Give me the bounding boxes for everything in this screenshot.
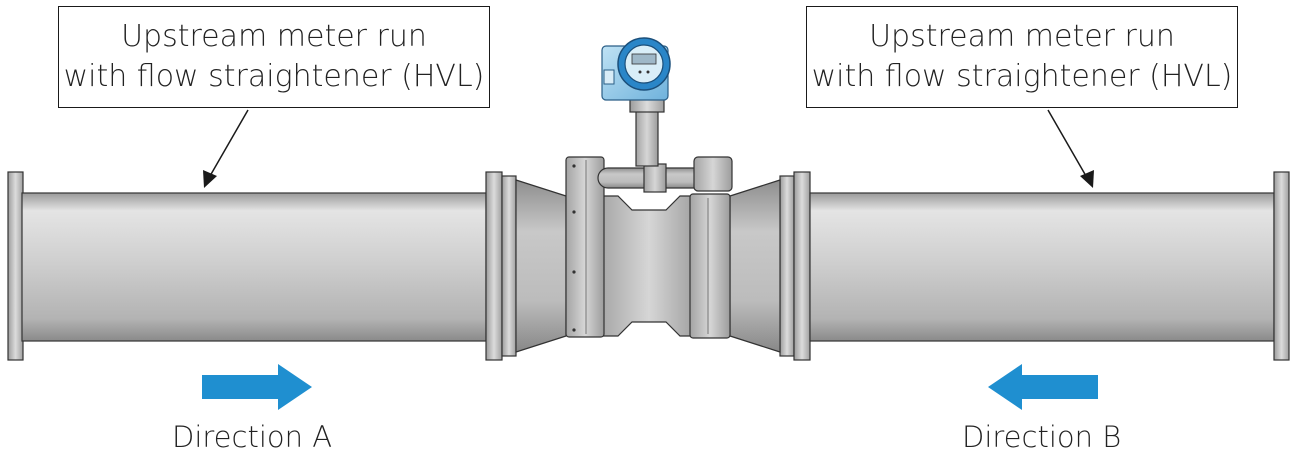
transmitter — [601, 37, 671, 167]
meter-body — [515, 156, 781, 353]
upstream-label-left: Upstream meter run with flow straightene… — [58, 6, 490, 108]
callout-leader-left — [203, 109, 249, 188]
upstream-label-right: Upstream meter run with flow straightene… — [806, 6, 1238, 108]
right-pipe — [779, 171, 1290, 361]
direction-b-arrow — [988, 364, 1098, 410]
left-pipe — [7, 171, 517, 361]
upstream-label-right-line2: with flow straightener (HVL) — [811, 59, 1233, 94]
upstream-label-left-line2: with flow straightener (HVL) — [63, 59, 485, 94]
upstream-label-left-line1: Upstream meter run — [121, 19, 427, 54]
direction-b-label: Direction B — [962, 420, 1122, 454]
direction-a-arrow — [202, 364, 312, 410]
callout-leader-right — [1047, 109, 1094, 188]
upstream-label-right-line1: Upstream meter run — [869, 19, 1175, 54]
direction-a-label: Direction A — [172, 420, 333, 454]
